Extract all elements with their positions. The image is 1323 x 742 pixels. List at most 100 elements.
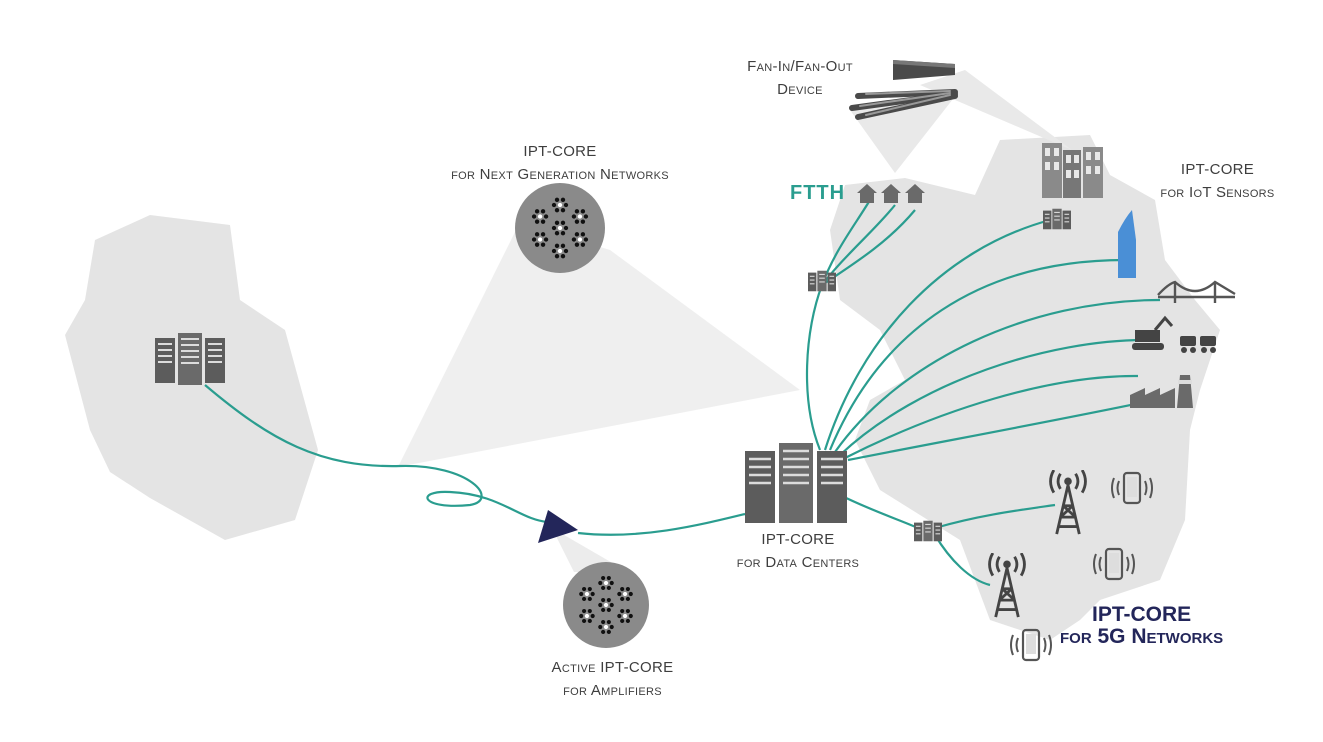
fiber-core-dot xyxy=(543,237,549,242)
fiber-core-dot xyxy=(574,209,580,214)
fiber-core-dot xyxy=(540,219,546,224)
fiber-core-dot xyxy=(581,608,587,614)
fiber-core-dot xyxy=(531,237,537,242)
fiber-core-dot xyxy=(577,237,583,242)
fiber-core-dot xyxy=(601,597,606,603)
fiber-core-dot xyxy=(625,608,631,614)
fiber-core-dot xyxy=(540,209,546,214)
fiber-core-dot xyxy=(609,624,614,630)
fiber-core-dot xyxy=(563,225,569,231)
fiber-core-dot xyxy=(622,613,628,619)
fiber-core-dot xyxy=(601,629,606,635)
fiber-core-dot xyxy=(580,209,586,214)
fiber-core-dot xyxy=(543,214,549,219)
fiber-core-dot xyxy=(537,237,543,242)
5g-heading-line1: IPT-CORE xyxy=(1092,603,1192,626)
fiber-core-dot xyxy=(625,618,631,624)
amp-label: Active IPT-CORE for Amplifiers xyxy=(530,656,695,702)
fiber-core-dot xyxy=(587,618,592,624)
fiber-core-dot xyxy=(603,580,609,586)
fiber-core-dot xyxy=(580,219,586,224)
fiber-core-dot xyxy=(551,225,557,231)
fiber-core-dot xyxy=(590,591,595,597)
fiber-core-dot xyxy=(557,225,563,231)
fiber-core-dot xyxy=(574,242,580,247)
iot-label-line2: for IoT Sensors xyxy=(1160,184,1275,201)
server-rack-icon xyxy=(914,520,942,542)
fiber-core-dot xyxy=(554,253,560,259)
fiber-core-dot xyxy=(620,608,625,614)
5g-heading: IPT-CORE for 5G Networks xyxy=(1060,604,1223,648)
server-rack-icon xyxy=(155,333,225,385)
fiber-core-dot xyxy=(628,591,633,597)
server-rack-icon xyxy=(745,443,847,523)
ngn-label-line1: IPT-CORE xyxy=(523,143,597,160)
fiber-core-dot xyxy=(577,214,583,219)
fiber-core-dot xyxy=(554,243,560,249)
fiber-core-dot xyxy=(574,219,580,224)
fiber-core-dot xyxy=(560,220,566,226)
fiber-lines xyxy=(204,199,1161,587)
fiber-core-dot xyxy=(534,242,540,247)
fiber-core-dot xyxy=(531,214,537,219)
iot-label: IPT-CORE for IoT Sensors xyxy=(1155,158,1280,204)
5g-heading-line2: for 5G Networks xyxy=(1060,625,1224,648)
ftth-label: FTTH xyxy=(790,182,846,204)
multicore-fiber-icon xyxy=(563,562,649,648)
bridge-icon xyxy=(1157,280,1236,303)
factory-icon xyxy=(1130,375,1193,408)
fan-label-line2: Device xyxy=(777,81,823,98)
multicore-fiber-icon xyxy=(515,183,605,273)
fiber-core-dot xyxy=(587,608,592,614)
fiber-core-dot xyxy=(563,202,569,208)
ngn-cone xyxy=(398,222,800,467)
amp-label-line2: for Amplifiers xyxy=(563,682,662,699)
fiber-core-dot xyxy=(625,596,631,602)
amplifier-triangle-icon xyxy=(538,510,578,543)
fiber-core-dot xyxy=(584,591,590,597)
fiber-core-dot xyxy=(534,232,540,237)
fiber-core-dot xyxy=(609,580,614,586)
fiber-core-dot xyxy=(554,220,560,226)
fiber-core-dot xyxy=(560,243,566,249)
fiber-core-dot xyxy=(581,618,587,624)
fiber-core-dot xyxy=(557,248,563,254)
fiber-core-dot xyxy=(554,197,560,203)
fan-label-line1: Fan-In/Fan-Out xyxy=(747,58,853,75)
fiber-core-dot xyxy=(579,613,584,619)
fiber-core-dot xyxy=(551,248,557,254)
fiber-core-dot xyxy=(571,237,577,242)
server-rack-icon xyxy=(808,270,836,292)
skyscraper-icon xyxy=(1118,210,1136,278)
fiber-core-dot xyxy=(628,613,633,619)
fiber-core-dot xyxy=(583,237,589,242)
fiber-core-dot xyxy=(554,230,560,236)
fiber-core-dot xyxy=(580,232,586,237)
fan-cone-2 xyxy=(920,70,1072,150)
fiber-core-dot xyxy=(540,242,546,247)
fiber-core-dot xyxy=(603,624,609,630)
fiber-core-dot xyxy=(551,202,557,208)
ngn-label-line2: for Next Generation Networks xyxy=(451,166,669,183)
iot-label-line1: IPT-CORE xyxy=(1180,161,1255,178)
fiber-core-dot xyxy=(606,597,611,603)
fiber-core-dot xyxy=(560,197,566,203)
fiber-core-dot xyxy=(587,586,592,592)
fiber-core-dot xyxy=(617,591,622,597)
fiber-core-dot xyxy=(598,624,603,630)
office-building-icon xyxy=(1042,143,1103,198)
fiber-core-dot xyxy=(571,214,577,219)
fiber-core-dot xyxy=(540,232,546,237)
dc-label-line2: for Data Centers xyxy=(736,554,860,571)
fiber-core-dot xyxy=(587,596,592,602)
fiber-core-dot xyxy=(554,207,560,213)
ngn-label: IPT-CORE for Next Generation Networks xyxy=(435,140,685,186)
fiber-core-dot xyxy=(560,207,566,213)
fiber-core-dot xyxy=(584,613,590,619)
fiber-core-dot xyxy=(603,602,609,608)
amp-cone xyxy=(552,528,628,572)
fiber-bundle-icon xyxy=(849,60,958,120)
fiber-core-dot xyxy=(581,596,587,602)
fiber-core-dot xyxy=(606,607,611,613)
fiber-core-dot xyxy=(606,585,611,591)
